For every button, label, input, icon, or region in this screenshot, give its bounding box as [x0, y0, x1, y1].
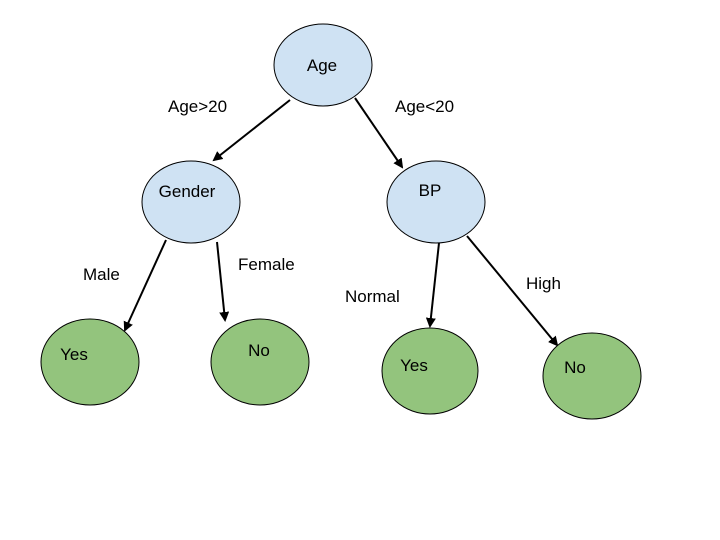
- leaf-female-no-shape: [210, 318, 310, 406]
- edge-label-male: Male: [83, 265, 120, 284]
- node-age: Age: [273, 23, 373, 107]
- edge-age-to-bp: [354, 97, 404, 169]
- node-bp-shape: [386, 160, 486, 244]
- edge-label-age-lt-20: Age<20: [395, 97, 454, 116]
- edge-label-female: Female: [238, 255, 295, 274]
- node-gender-shape: [141, 160, 241, 244]
- edge-gender-to-no: [216, 241, 230, 322]
- edge-label-age-gt-20: Age>20: [168, 97, 227, 116]
- leaf-high-no-shape: [542, 332, 642, 420]
- edge-gender-to-yes: [123, 239, 167, 332]
- node-gender: Gender: [141, 160, 241, 244]
- leaf-high-no: No: [542, 332, 642, 420]
- edge-label-normal: Normal: [345, 287, 400, 306]
- leaf-female-no-label: No: [248, 341, 270, 360]
- edge-label-high: High: [526, 274, 561, 293]
- node-bp: BP: [386, 160, 486, 244]
- leaf-male-yes: Yes: [40, 318, 140, 406]
- leaf-male-yes-label: Yes: [60, 345, 88, 364]
- edge-age-to-gender: [212, 99, 291, 162]
- leaf-male-yes-shape: [40, 318, 140, 406]
- leaf-normal-yes-shape: [381, 327, 479, 415]
- leaf-high-no-label: No: [564, 358, 586, 377]
- node-age-label: Age: [307, 56, 337, 75]
- leaf-normal-yes-label: Yes: [400, 356, 428, 375]
- node-bp-label: BP: [419, 181, 442, 200]
- leaf-normal-yes: Yes: [381, 327, 479, 415]
- node-age-shape: [273, 23, 373, 107]
- edge-bp-to-yes: [425, 242, 440, 328]
- leaf-female-no: No: [210, 318, 310, 406]
- edge-bp-to-no: [466, 235, 559, 347]
- node-gender-label: Gender: [159, 182, 216, 201]
